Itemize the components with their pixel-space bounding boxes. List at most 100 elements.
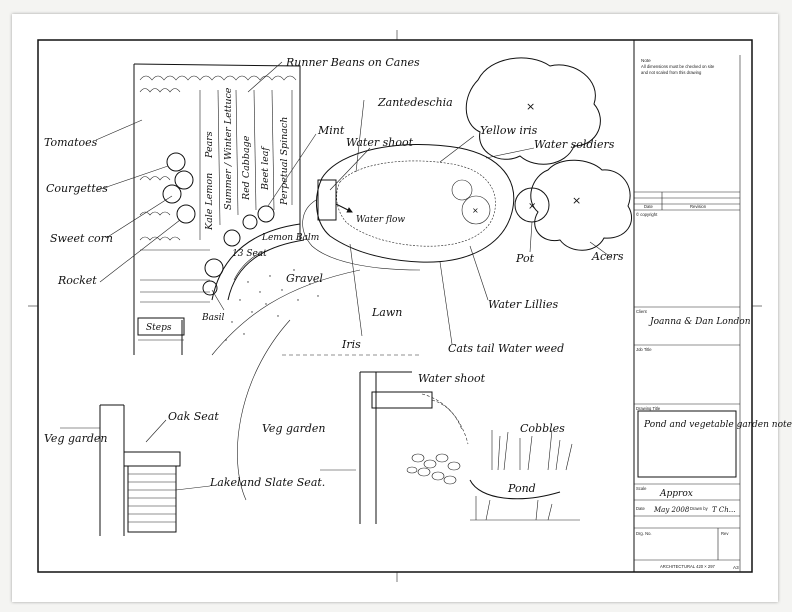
curved-seat	[211, 223, 305, 301]
title-block	[633, 40, 741, 572]
bed-row-spinach: Perpetual Spinach	[279, 117, 290, 206]
plant-symbols	[162, 152, 275, 296]
label-cobbles: Cobbles	[520, 422, 565, 435]
label-water-flow: Water flow	[356, 215, 405, 225]
border-ticks	[28, 30, 762, 582]
courgette-plant	[174, 170, 194, 190]
water-lily-pad	[451, 179, 473, 201]
scale-value: Approx	[659, 489, 693, 499]
label-yellow-iris: Yellow iris	[480, 124, 538, 137]
client-label: Client	[636, 309, 648, 314]
svg-text:×: ×	[472, 206, 479, 215]
label-lemon-balm: Lemon Balm	[261, 233, 319, 243]
label-water-shoot-detail: Water shoot	[418, 372, 486, 385]
bed-row-dividers	[199, 89, 293, 240]
trees: × × ×	[465, 57, 633, 251]
label-veg-garden-right: Veg garden	[262, 422, 325, 435]
svg-text:×: ×	[528, 201, 536, 212]
bed-row-pears: Pears	[204, 131, 215, 159]
label-basil: Basil	[201, 313, 224, 323]
paper-sheet	[12, 14, 778, 602]
plan-labels: Runner Beans on Canes Tomatoes Courgette…	[44, 56, 624, 355]
sweetcorn-plant	[162, 184, 182, 204]
slate-seat-stack	[127, 465, 177, 533]
oak-seat-detail	[60, 404, 211, 536]
scale-label: Scale	[636, 486, 647, 491]
label-zantedeschia: Zantedeschia	[377, 96, 453, 109]
copyright-text: © copyright	[636, 212, 658, 217]
label-cats-tail: Cats tail Water weed	[448, 342, 564, 355]
lemon-balm-plant	[242, 214, 258, 230]
drawing-number-label: Drg. No.	[636, 531, 652, 536]
label-courgettes: Courgettes	[46, 182, 108, 195]
veg-bed-outline	[133, 63, 301, 355]
oak-seat-top	[123, 451, 181, 467]
acer-tree	[530, 159, 633, 251]
label-runner-beans: Runner Beans on Canes	[285, 56, 420, 69]
water-lily-pad	[461, 195, 491, 225]
title-block-text: Note All dimensions must be checked on s…	[636, 58, 792, 570]
label-veg-garden-left: Veg garden	[44, 432, 107, 445]
label-pot: Pot	[515, 252, 535, 265]
note-line-2: and not scaled from this drawing	[641, 70, 702, 75]
lemon-balm-plant	[223, 229, 241, 247]
pond-plan: ×	[302, 144, 515, 271]
water-flow-arrow	[335, 203, 353, 213]
drawing-title-value: Pond and vegetable garden notes	[643, 420, 792, 430]
reeds	[475, 429, 573, 521]
date-label: Date	[636, 506, 646, 511]
drawn-by-label: Drawn by	[690, 506, 709, 511]
leader-lines	[95, 61, 613, 501]
note-line-1: All dimensions must be checked on site	[641, 64, 715, 69]
gravel-area	[225, 269, 319, 341]
label-gravel: Gravel	[286, 272, 323, 285]
label-lawn: Lawn	[371, 306, 402, 319]
svg-text:×: ×	[572, 194, 581, 207]
date-value: May 2008	[653, 506, 690, 514]
bed-row-beet-leaf: Beet leaf	[260, 146, 271, 191]
bed-row-lettuce: Summer / Winter Lettuce	[223, 87, 234, 210]
label-13-seat: 13 Seat	[232, 249, 267, 259]
tree-canopy-large	[465, 57, 601, 165]
label-water-shoot: Water shoot	[346, 136, 414, 149]
mint-plant	[257, 205, 275, 223]
courgette-plant	[166, 152, 186, 172]
label-lakeland-slate: Lakeland Slate Seat.	[209, 476, 325, 489]
label-tomatoes: Tomatoes	[44, 136, 98, 149]
label-acers: Acers	[591, 250, 624, 263]
rocket-plant	[204, 258, 224, 278]
bed-foliage	[139, 75, 297, 241]
revision-column-header: Revision	[690, 204, 707, 209]
basil-plant	[202, 280, 218, 296]
drawn-by-value: T Ch...	[712, 506, 735, 514]
bed-row-kale: Kale Lemon	[204, 173, 215, 231]
bed-row-red-cabbage: Red Cabbage	[241, 135, 252, 201]
client-value: Joanna & Dan London	[648, 317, 751, 327]
label-water-lillies: Water Lillies	[488, 298, 558, 311]
label-water-soldiers: Water soldiers	[534, 138, 615, 151]
sheet-size: A3	[733, 565, 739, 570]
job-title-label: Job Title	[636, 347, 652, 352]
label-mint: Mint	[317, 124, 345, 137]
pond-water-line	[469, 479, 561, 500]
sweetcorn-plant	[176, 204, 196, 224]
svg-text:×: ×	[526, 100, 535, 113]
label-steps: Steps	[146, 323, 172, 333]
label-oak-seat: Oak Seat	[168, 410, 219, 423]
drawing-title-label: Drawing Title	[636, 406, 661, 411]
label-rocket: Rocket	[57, 274, 97, 287]
cobbles	[406, 453, 461, 485]
date-column-header: Date	[644, 204, 654, 209]
pond-section-detail	[282, 354, 580, 524]
water-arc	[431, 399, 463, 431]
sheet-footer-text: ARCHITECTURAL 420 × 297	[660, 564, 716, 569]
gravel-edge	[211, 269, 361, 356]
label-sweet-corn: Sweet corn	[50, 232, 113, 245]
note-heading: Note	[641, 58, 651, 63]
revision-label: Rev	[721, 531, 729, 536]
detail-labels: Oak Seat Veg garden Lakeland Slate Seat.…	[44, 372, 565, 495]
water-shoot-box	[317, 179, 337, 221]
label-pond: Pond	[507, 482, 536, 495]
label-iris: Iris	[341, 338, 361, 351]
